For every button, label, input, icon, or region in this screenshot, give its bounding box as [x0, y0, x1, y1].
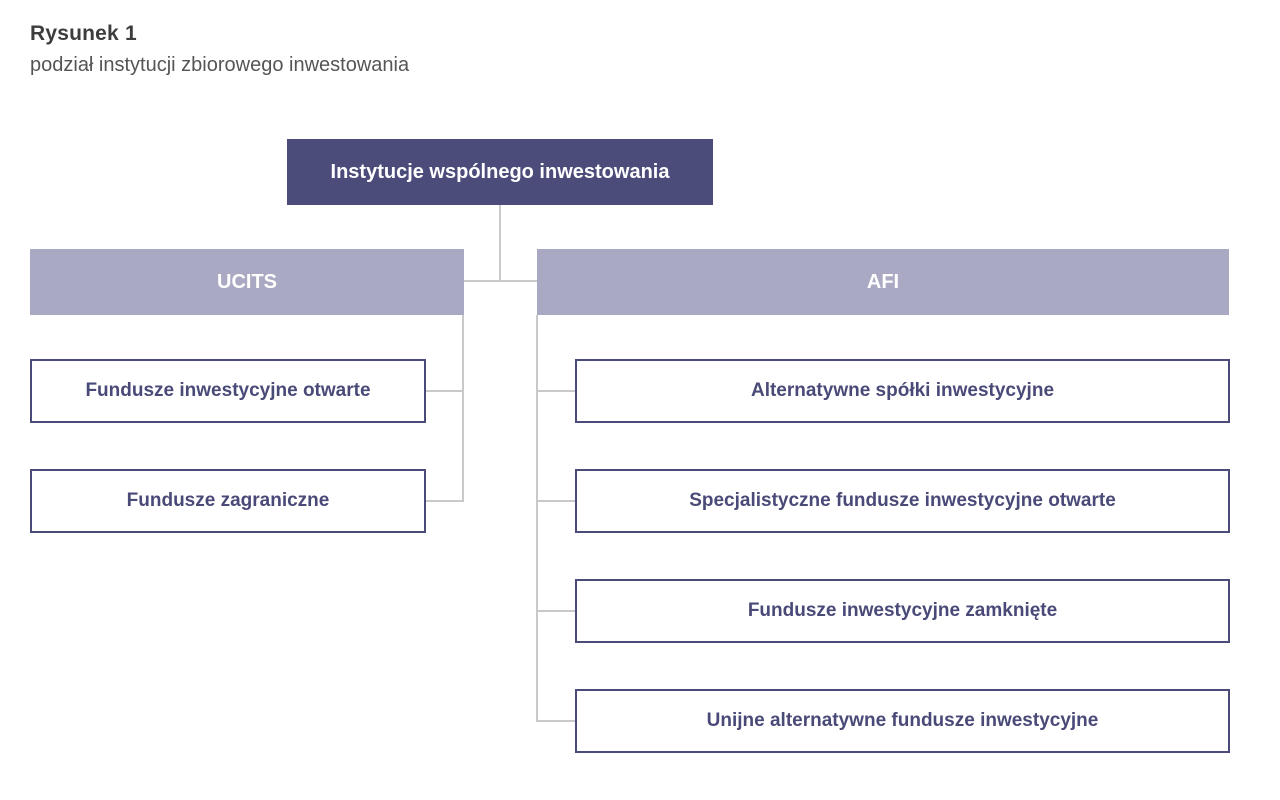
connector-afi-trunk: [536, 315, 538, 722]
branch-header-ucits: UCITS: [30, 249, 464, 315]
figure-label: Rysunek 1: [30, 22, 137, 45]
connector-afi-stub-3: [536, 610, 575, 612]
branch-header-afi: AFI: [537, 249, 1229, 315]
leaf-fundusze-inwestycyjne-zamkniete: Fundusze inwestycyjne zamknięte: [575, 579, 1230, 643]
leaf-unijne-alternatywne-fundusze-inwestycyjne: Unijne alternatywne fundusze inwestycyjn…: [575, 689, 1230, 753]
figure-caption: podział instytucji zbiorowego inwestowan…: [30, 54, 410, 76]
leaf-fundusze-zagraniczne: Fundusze zagraniczne: [30, 469, 426, 533]
connector-afi-stub-4: [536, 720, 575, 722]
connector-afi-stub-2: [536, 500, 575, 502]
leaf-fundusze-inwestycyjne-otwarte: Fundusze inwestycyjne otwarte: [30, 359, 426, 423]
connector-ucits-stub-1: [426, 390, 464, 392]
leaf-specjalistyczne-fundusze-inwestycyjne-otwarte: Specjalistyczne fundusze inwestycyjne ot…: [575, 469, 1230, 533]
connector-root-horizontal: [464, 280, 538, 282]
connector-ucits-trunk: [462, 315, 464, 502]
connector-ucits-stub-2: [426, 500, 464, 502]
leaf-alternatywne-spolki-inwestycyjne: Alternatywne spółki inwestycyjne: [575, 359, 1230, 423]
diagram-root-node: Instytucje wspólnego inwestowania: [287, 139, 713, 205]
connector-root-vertical: [499, 205, 501, 282]
connector-afi-stub-1: [536, 390, 575, 392]
